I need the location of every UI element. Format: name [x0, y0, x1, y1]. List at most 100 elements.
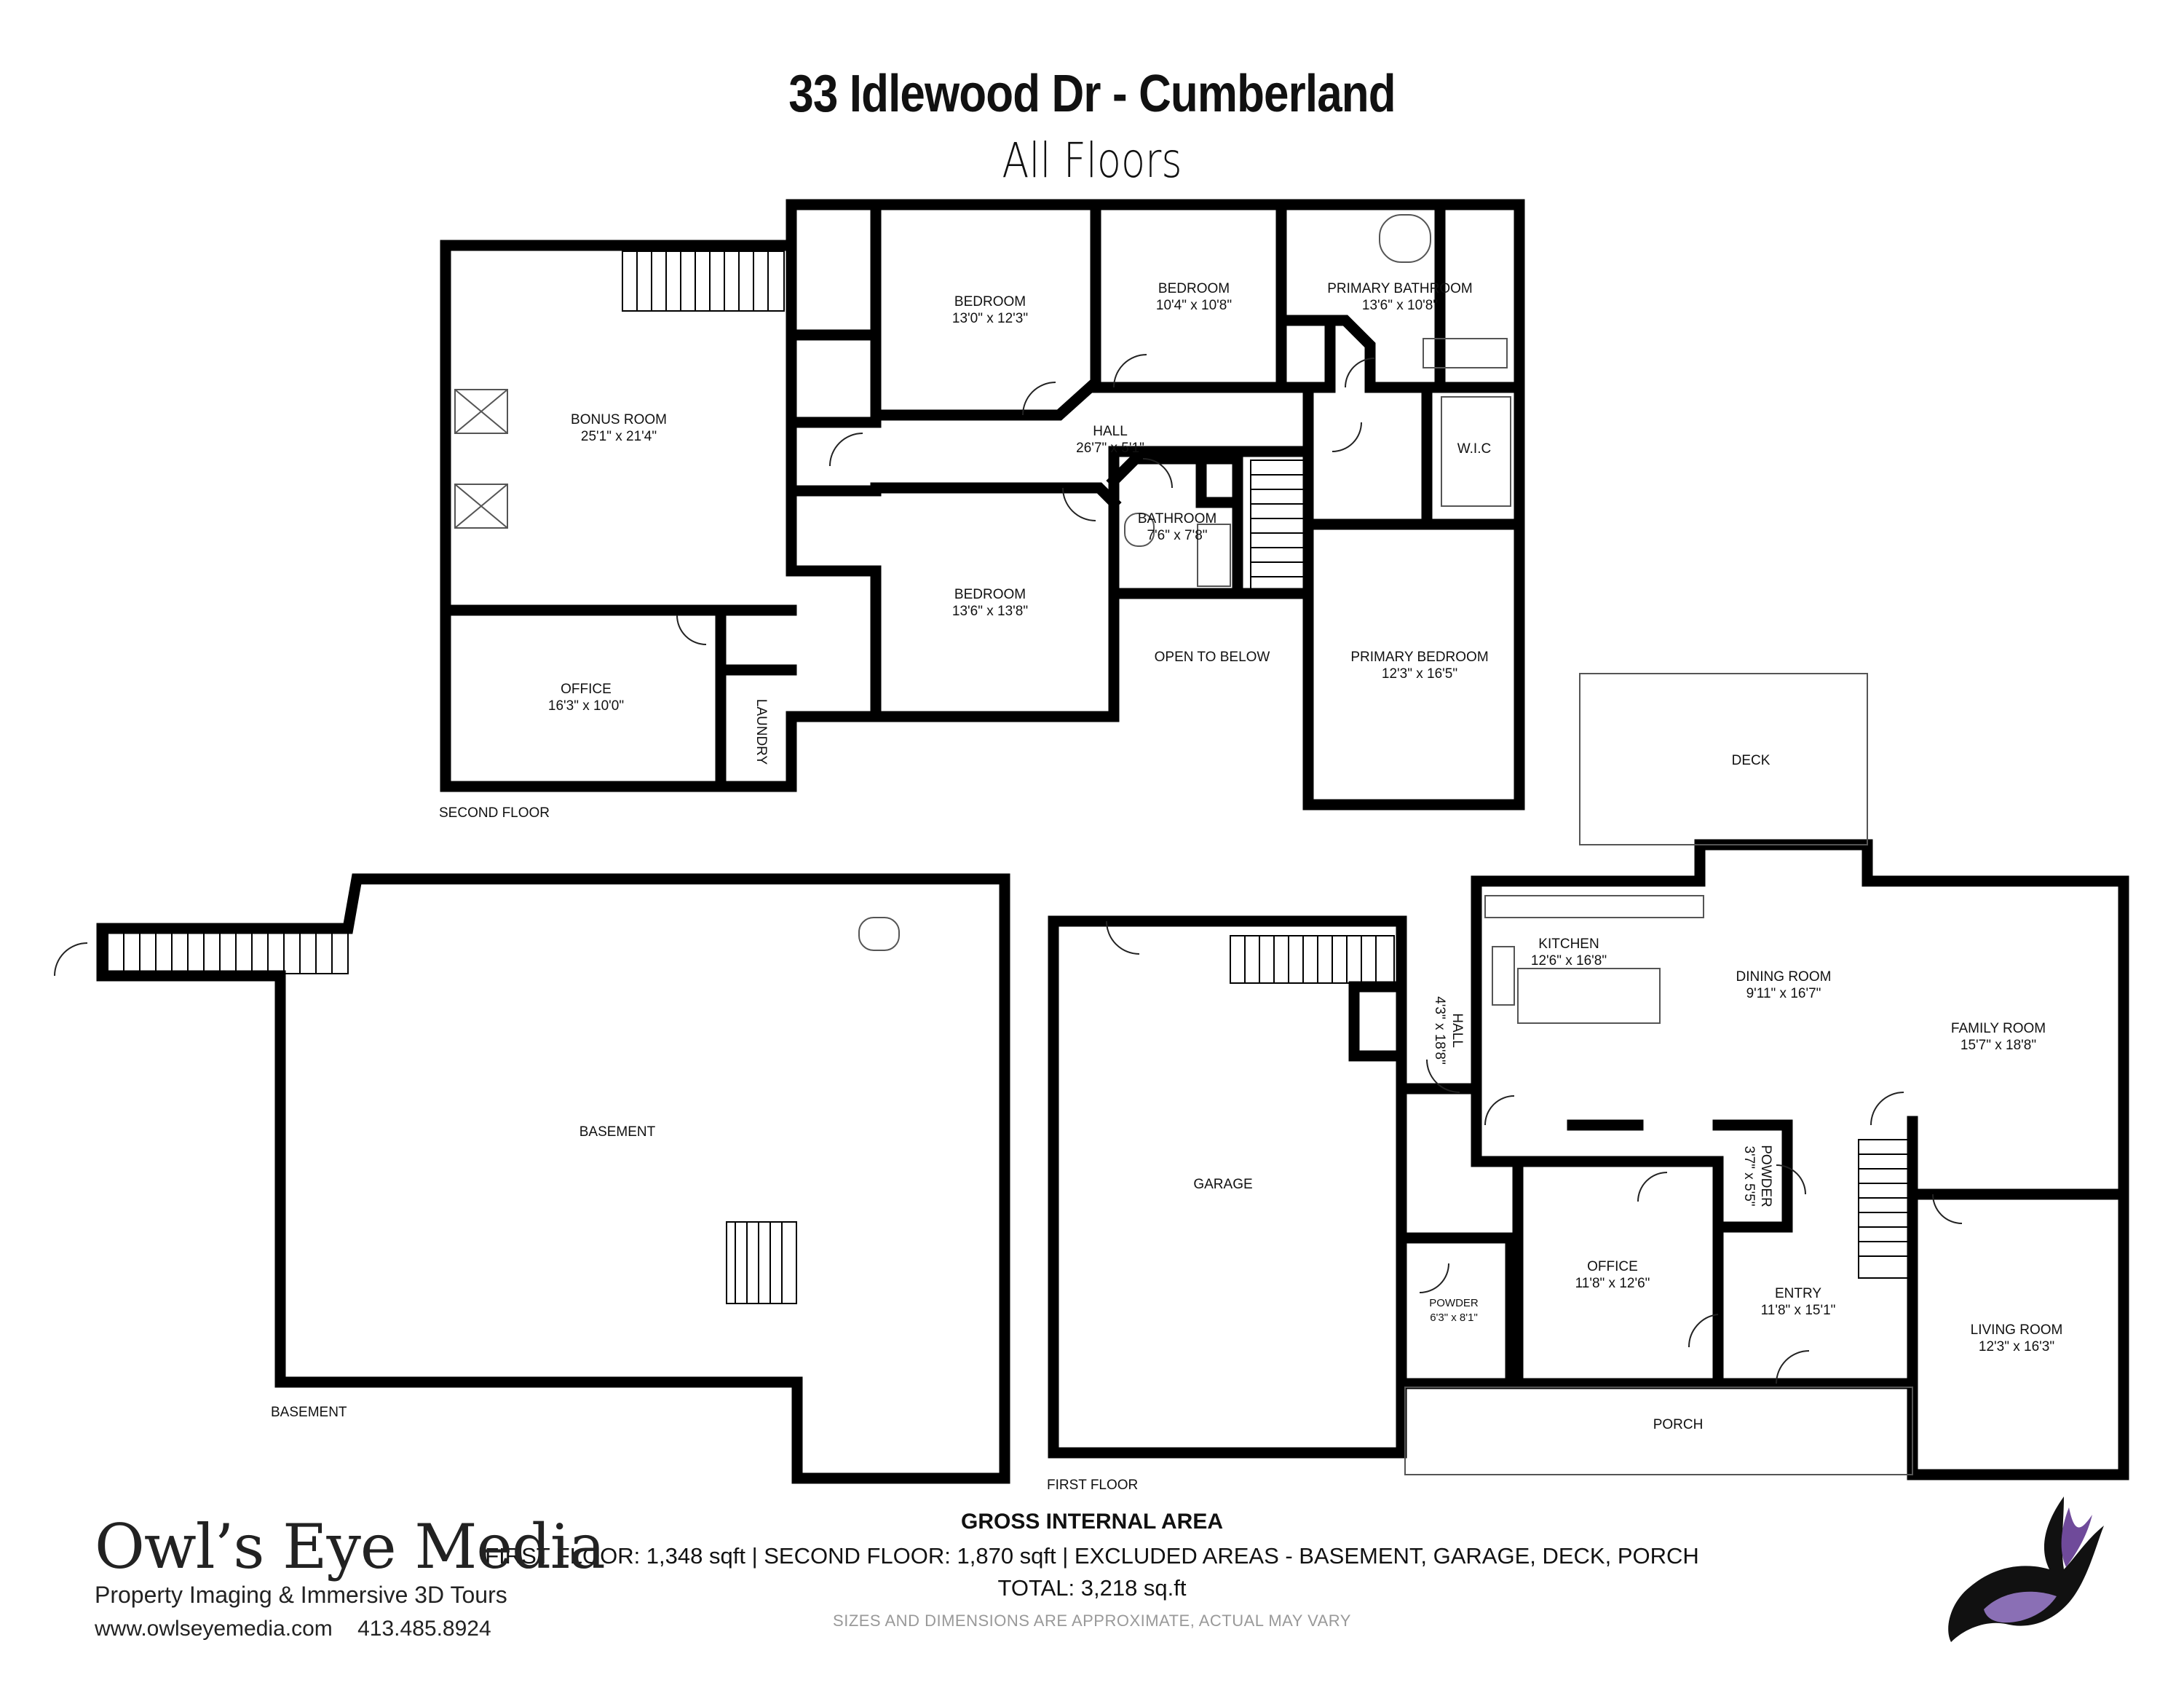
basement-outline: [96, 873, 1010, 1484]
label-office-upper: OFFICE: [561, 682, 612, 697]
dims-bathroom: 7'6" x 7'8": [1147, 528, 1207, 543]
label-bedroom-b: BEDROOM: [1158, 281, 1230, 296]
dims-dining: 9'11" x 16'7": [1746, 986, 1821, 1001]
upper-treads: [636, 251, 769, 311]
label-bathroom: BATHROOM: [1138, 511, 1216, 526]
deck-outline: [1579, 673, 1868, 845]
door-powder-a: [1776, 1164, 1806, 1195]
brand-contact: www.owlseyemedia.com 413.485.8924: [95, 1617, 510, 1641]
door-bedroom-b: [1113, 354, 1147, 388]
door-office-lower: [1688, 1314, 1719, 1348]
label-porch: PORCH: [1653, 1417, 1704, 1432]
dims-primary-bed: 12'3" x 16'5": [1382, 666, 1457, 682]
label-living: LIVING ROOM: [1971, 1322, 2063, 1338]
label-kitchen: KITCHEN: [1538, 936, 1599, 952]
doors: [54, 354, 1963, 1384]
wall-bonus-lower: [786, 417, 882, 722]
fixtures: [454, 214, 1913, 1475]
floor-label-first: FIRST FLOOR: [1047, 1478, 1138, 1493]
door-basement-exterior: [54, 942, 88, 977]
dims-bedroom-a: 13'0" x 12'3": [952, 311, 1028, 326]
skylight-1: [454, 389, 508, 434]
area-disclaimer: SIZES AND DIMENSIONS ARE APPROXIMATE, AC…: [833, 1612, 1351, 1630]
skylight-1-x2: [454, 389, 508, 434]
stairs-garage: [1230, 935, 1395, 984]
wall-bedroom-a: [870, 199, 1101, 421]
dims-kitchen: 12'6" x 16'8": [1531, 953, 1607, 969]
kitchen-counter: [1484, 895, 1704, 918]
plan-title: 33 Idlewood Dr - Cumberland: [788, 65, 1396, 123]
stairs-upper-2: [1250, 460, 1307, 592]
door-garage-rear: [1106, 920, 1140, 955]
wall-wic-west: [1302, 382, 1433, 530]
stairs-upper: [622, 251, 785, 312]
door-bonus: [829, 433, 863, 467]
room-labels: BONUS ROOM 25'1" x 21'4" BEDROOM 13'0" x…: [548, 281, 2062, 1432]
dims-bedroom-b: 10'4" x 10'8": [1156, 298, 1232, 313]
label-basement: BASEMENT: [579, 1124, 656, 1140]
bathtub: [1379, 214, 1431, 263]
area-total: TOTAL: 3,218 sq.ft: [997, 1575, 1187, 1601]
label-deck: DECK: [1732, 753, 1770, 768]
label-garage: GARAGE: [1193, 1177, 1252, 1192]
basement-treads: [123, 933, 333, 974]
walls: [96, 199, 2129, 1484]
label-bedroom-a: BEDROOM: [954, 294, 1026, 309]
upper2-treads: [1251, 474, 1306, 577]
door-primary-bed: [1332, 422, 1362, 452]
vanity: [1423, 338, 1508, 368]
label-wic: W.I.C: [1457, 441, 1491, 457]
wall-powder-b: [1396, 1232, 1516, 1389]
door-bedroom-a: [1022, 382, 1056, 416]
floor-label-second: SECOND FLOOR: [439, 805, 550, 821]
label-family: FAMILY ROOM: [1951, 1021, 2046, 1036]
porch-outline: [1404, 1387, 1913, 1475]
door-primary-bath: [1345, 358, 1375, 388]
label-open-below: OPEN TO BELOW: [1155, 650, 1270, 665]
dims-office-upper: 16'3" x 10'0": [548, 698, 624, 714]
label-primary-bed: PRIMARY BEDROOM: [1350, 650, 1488, 665]
label-bedroom-c: BEDROOM: [954, 587, 1026, 602]
bathroom-tub: [1197, 524, 1231, 587]
wall-powder-a: [1712, 1119, 1793, 1233]
dims-bedroom-c: 13'6" x 13'8": [952, 604, 1028, 619]
owl-eye-icon: [1948, 1496, 2104, 1642]
dims-family: 15'7" x 18'8": [1961, 1038, 2036, 1053]
label-dining: DINING ROOM: [1736, 969, 1832, 985]
powder-sink: [858, 917, 900, 951]
door-office: [676, 615, 707, 645]
owl-eye-feather: [2061, 1507, 2092, 1567]
plan-subtitle: All Floors: [1002, 133, 1182, 189]
skylight-2-x2: [454, 484, 508, 529]
entry-treads: [1859, 1153, 1910, 1257]
dims-hall-upper: 26'7" x 5'1": [1076, 441, 1144, 456]
wall-linen: [1195, 453, 1243, 508]
skylight-2: [454, 484, 508, 529]
label-hall-upper: HALL: [1093, 424, 1128, 439]
first-floor-outline: [1048, 839, 2129, 1480]
floor-label-basement: BASEMENT: [271, 1405, 347, 1420]
label-entry: ENTRY: [1775, 1286, 1821, 1301]
dims-powder-a: 3'7" x 5'5": [1741, 1145, 1757, 1206]
owl-eye-iris: [1984, 1591, 2057, 1623]
wall-bonus-closets: [786, 199, 882, 428]
brand-tagline: Property Imaging & Immersive 3D Tours: [95, 1582, 507, 1608]
label-hall-lower: HALL: [1449, 1013, 1465, 1048]
dims-powder-b: 6'3" x 8'1": [1430, 1312, 1478, 1324]
basement-inner-treads: [735, 1222, 783, 1304]
brand-logo-text: Owl’s Eye Media: [95, 1511, 606, 1582]
door-living: [1932, 1194, 1963, 1224]
area-breakdown: FIRST FLOOR: 1,348 sqft | SECOND FLOOR: …: [485, 1543, 1699, 1569]
label-laundry: LAUNDRY: [753, 699, 769, 765]
stairs: [107, 251, 1910, 1304]
dims-primary-bath: 13'6" x 10'8": [1362, 298, 1438, 313]
door-hall: [1426, 1059, 1460, 1093]
garage-treads: [1244, 936, 1377, 983]
wall-bathroom: [1106, 453, 1243, 599]
dims-entry: 11'8" x 15'1": [1761, 1303, 1836, 1318]
brand-phone: 413.485.8924: [357, 1617, 491, 1641]
dims-bonus-room: 25'1" x 21'4": [581, 429, 657, 444]
stove: [1492, 946, 1515, 1006]
owl-eye-outline: [1948, 1496, 2104, 1642]
